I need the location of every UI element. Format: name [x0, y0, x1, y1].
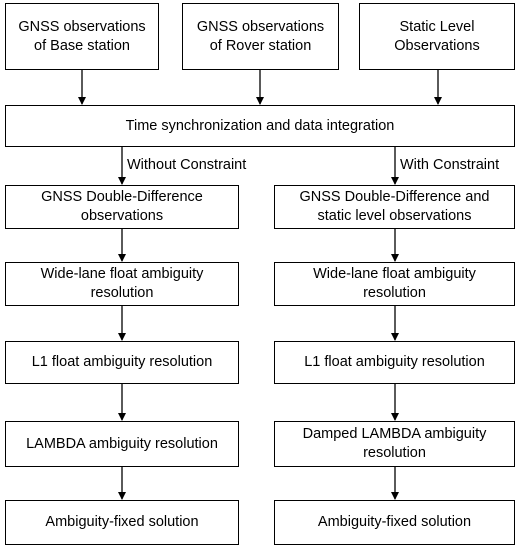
box-rover-observations: GNSS observations of Rover station: [182, 3, 339, 70]
box-right-widelane: Wide-lane float ambiguity resolution: [274, 262, 515, 306]
box-left-lambda: LAMBDA ambiguity resolution: [5, 421, 239, 467]
box-right-l1-float: L1 float ambiguity resolution: [274, 341, 515, 384]
box-right-double-difference: GNSS Double-Difference and static level …: [274, 185, 515, 229]
label-with-constraint: With Constraint: [400, 157, 500, 173]
box-base-observations: GNSS observations of Base station: [5, 3, 159, 70]
box-left-widelane: Wide-lane float ambiguity resolution: [5, 262, 239, 306]
box-right-fixed-solution: Ambiguity-fixed solution: [274, 500, 515, 545]
label-without-constraint: Without Constraint: [127, 157, 247, 173]
box-time-sync: Time synchronization and data integratio…: [5, 105, 515, 147]
box-left-l1-float: L1 float ambiguity resolution: [5, 341, 239, 384]
box-right-damped-lambda: Damped LAMBDA ambiguity resolution: [274, 421, 515, 467]
box-left-fixed-solution: Ambiguity-fixed solution: [5, 500, 239, 545]
box-left-double-difference: GNSS Double-Difference observations: [5, 185, 239, 229]
box-static-level-observations: Static Level Observations: [359, 3, 515, 70]
